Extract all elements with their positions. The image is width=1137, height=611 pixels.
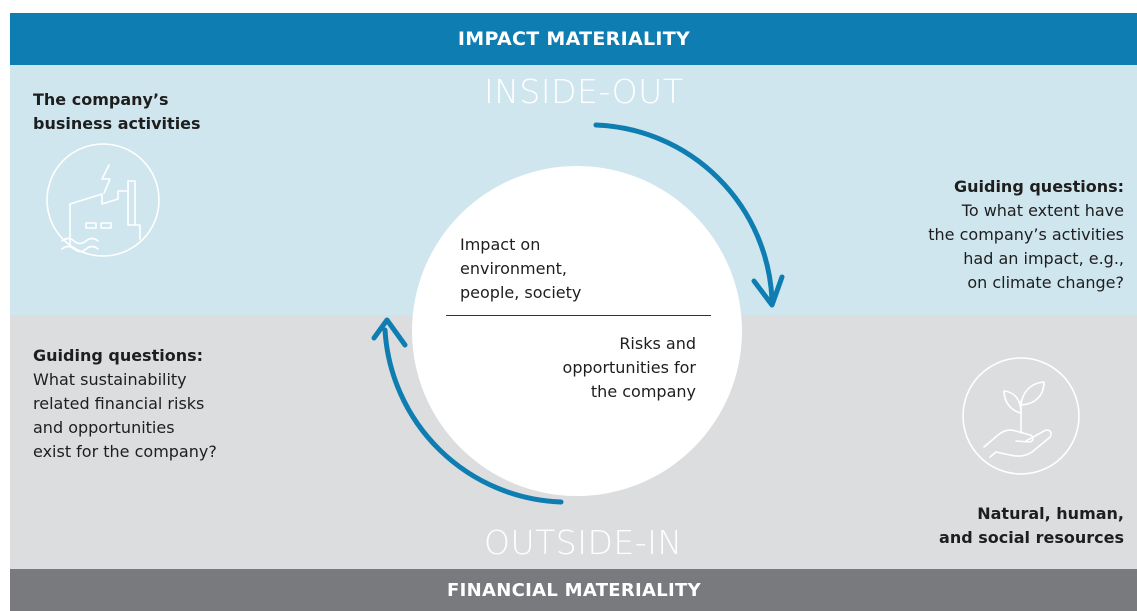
guiding-right-line: To what extent have (961, 201, 1124, 220)
financial-materiality-footer: FINANCIAL MATERIALITY (10, 569, 1137, 611)
business-line-1: The company’s (33, 90, 169, 109)
guiding-left-line: What sustainability (33, 370, 187, 389)
guiding-left-line: related financial risks (33, 394, 205, 413)
center-circle (412, 166, 742, 496)
natural-resources-label: Natural, human, and social resources (884, 502, 1124, 550)
financial-materiality-title: FINANCIAL MATERIALITY (447, 579, 701, 601)
impact-materiality-header: IMPACT MATERIALITY (10, 13, 1137, 65)
inside-out-label: INSIDE-OUT (484, 72, 684, 111)
guiding-questions-financial: Guiding questions: What sustainability r… (33, 344, 293, 464)
circle-divider (446, 315, 711, 316)
guiding-questions-impact: Guiding questions: To what extent have t… (884, 175, 1124, 295)
outside-in-arrowhead (371, 317, 408, 348)
outside-in-label: OUTSIDE-IN (484, 523, 683, 562)
guiding-heading-left: Guiding questions: (33, 346, 204, 365)
risk-line: the company (590, 382, 696, 401)
impact-on-environment-text: Impact on environment, people, society (460, 233, 660, 305)
risk-line: opportunities for (562, 358, 696, 377)
guiding-right-line: on climate change? (967, 273, 1124, 292)
factory-icon (46, 143, 160, 257)
plant-in-hand-icon (962, 357, 1080, 475)
impact-line: environment, (460, 259, 567, 278)
impact-materiality-title: IMPACT MATERIALITY (457, 28, 691, 50)
impact-line: people, society (460, 283, 582, 302)
resources-line-2: and social resources (939, 528, 1124, 547)
guiding-heading-right: Guiding questions: (953, 177, 1124, 196)
risks-opportunities-text: Risks and opportunities for the company (520, 332, 696, 404)
business-line-2: business activities (33, 114, 201, 133)
outside-in-arrow (382, 327, 564, 505)
guiding-left-line: exist for the company? (33, 442, 217, 461)
inside-out-arrow (593, 122, 775, 303)
guiding-right-line: had an impact, e.g., (963, 249, 1124, 268)
guiding-right-line: the company’s activities (928, 225, 1124, 244)
resources-line-1: Natural, human, (977, 504, 1124, 523)
guiding-left-line: and opportunities (33, 418, 175, 437)
impact-line: Impact on (460, 235, 541, 254)
inside-out-arrowhead (751, 274, 785, 308)
risk-line: Risks and (619, 334, 696, 353)
business-activities-label: The company’s business activities (33, 88, 263, 136)
